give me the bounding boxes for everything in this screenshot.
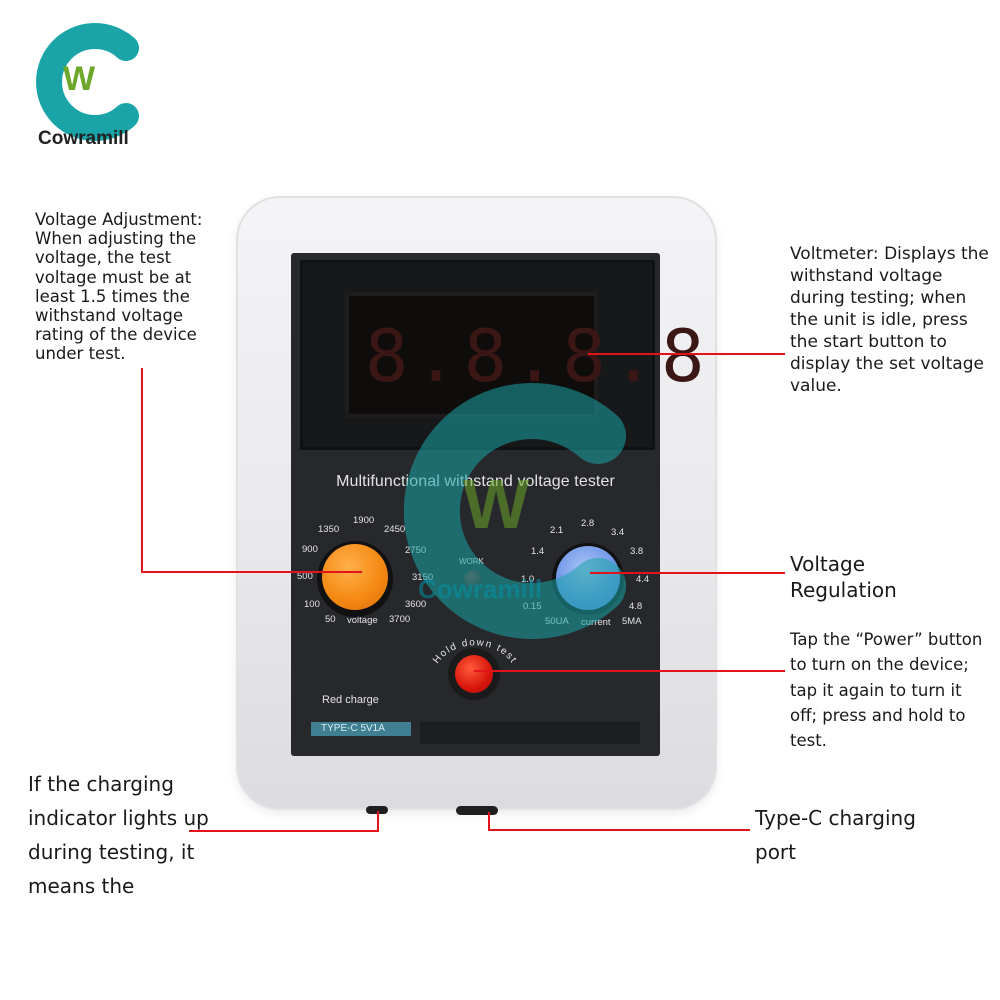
current-dial-caption: current	[581, 617, 611, 628]
current-scale-label: 2.8	[581, 518, 595, 529]
pointer-line	[141, 368, 143, 573]
charging-indicator-note: If the charging indicator lights up duri…	[28, 772, 209, 898]
voltage-scale-label: 1350	[318, 524, 340, 535]
brand-logo-icon: W	[36, 23, 139, 141]
charging-indicator-port	[366, 806, 388, 814]
voltmeter-digits: 8.8.8.8	[365, 314, 711, 398]
pointer-line	[377, 811, 379, 832]
red-charge-label: Red charge	[322, 694, 379, 706]
voltage-adjust-knob[interactable]	[322, 544, 388, 610]
voltage-scale-label: 900	[302, 544, 318, 555]
voltage-dial-caption: voltage	[347, 615, 378, 626]
current-scale-label: 5MA	[622, 616, 642, 627]
panel-title: Multifunctional withstand voltage tester	[336, 473, 615, 490]
voltage-scale-label: 1900	[353, 515, 375, 526]
work-label: WORK	[459, 557, 484, 566]
pointer-line	[590, 572, 785, 574]
power-test-button[interactable]	[455, 655, 493, 693]
current-adjust-knob[interactable]	[556, 546, 620, 610]
svg-text:W: W	[63, 60, 96, 98]
pointer-line	[488, 829, 750, 831]
pointer-line	[588, 353, 785, 355]
voltage-scale-label: 500	[297, 571, 313, 582]
typec-spec-badge: TYPE-C 5V1A	[311, 722, 411, 736]
voltmeter-note: Voltmeter: Displays the withstand voltag…	[790, 244, 989, 396]
current-scale-label: 3.4	[611, 527, 625, 538]
voltage-scale-label: 3700	[389, 614, 411, 625]
current-scale-label: 50UA	[545, 616, 569, 627]
current-scale-label: 4.8	[629, 601, 643, 612]
voltage-scale-label: 2750	[405, 545, 427, 556]
typec-charging-port[interactable]	[456, 806, 498, 815]
current-scale-label: 4.4	[636, 574, 650, 585]
current-scale-label: 3.8	[630, 546, 644, 557]
voltage-regulation-note: Voltage Regulation	[790, 552, 897, 602]
current-scale-label: 2.1	[550, 525, 564, 536]
pointer-line	[141, 571, 362, 573]
typec-port-note: Type-C charging port	[755, 806, 916, 864]
brand-name: Cowramill	[38, 128, 129, 149]
voltage-adjustment-note: Voltage Adjustment: When adjusting the v…	[35, 210, 203, 364]
current-scale-label: 1.4	[531, 546, 545, 557]
watermark-brand-text: Cowramill	[418, 574, 543, 604]
voltage-scale-label: 2450	[384, 524, 406, 535]
pointer-line	[474, 670, 785, 672]
pointer-line	[189, 830, 379, 832]
power-button-note: Tap the “Power” button to turn on the de…	[790, 630, 983, 751]
voltage-scale-label: 50	[325, 614, 336, 625]
label-strip	[420, 722, 640, 744]
voltage-scale-label: 100	[304, 599, 320, 610]
pointer-line	[488, 812, 490, 831]
